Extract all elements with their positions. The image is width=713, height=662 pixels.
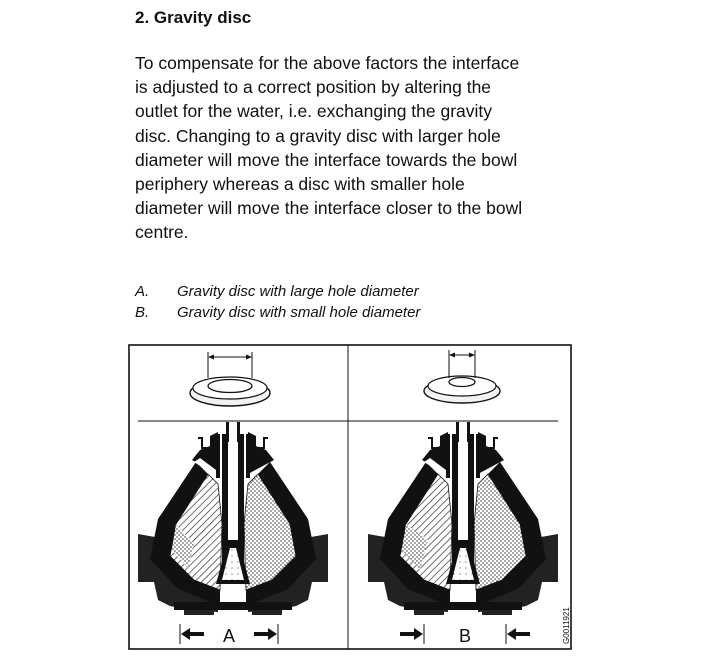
arrow-right-icon xyxy=(400,628,423,640)
paragraph-line: centre. xyxy=(135,222,189,243)
figure-frame xyxy=(128,344,572,650)
figure-legend: A. Gravity disc with large hole diameter… xyxy=(135,281,420,323)
panel-a-dimension xyxy=(179,624,279,644)
legend-item-a: A. Gravity disc with large hole diameter xyxy=(135,281,420,302)
paragraph-line: diameter will move the interface closer … xyxy=(135,198,523,219)
paragraph-line: To compensate for the above factors the … xyxy=(135,53,520,73)
paragraph-line: periphery whereas a disc with smaller ho… xyxy=(135,174,465,195)
gravity-disc-figure: A xyxy=(128,344,572,650)
panel-b-separator-bowl xyxy=(368,422,558,615)
panel-a-label: A xyxy=(223,626,235,646)
legend-letter: B. xyxy=(135,304,150,321)
arrow-right-icon xyxy=(254,628,277,640)
paragraph-line: is adjusted to a correct position by alt… xyxy=(135,77,492,98)
panel-a-separator-bowl xyxy=(138,422,328,615)
legend-item-b: B. Gravity disc with small hole diameter xyxy=(135,302,420,323)
panel-b-label: B xyxy=(459,626,471,646)
panel-b-dimension xyxy=(400,624,530,644)
section-title: 2. Gravity disc xyxy=(135,8,252,27)
legend-text: Gravity disc with small hole diameter xyxy=(177,304,421,321)
legend-letter: A. xyxy=(135,283,150,300)
panel-b-gravity-disc xyxy=(423,350,501,404)
paragraph-line: disc. Changing to a gravity disc with la… xyxy=(135,125,501,146)
paragraph-line: diameter will move the interface towards… xyxy=(135,149,518,170)
body-paragraph: To compensate for the above factors the … xyxy=(135,51,595,245)
legend-text: Gravity disc with large hole diameter xyxy=(177,283,419,300)
panel-a-gravity-disc xyxy=(189,352,271,407)
figure-code: G0011921 xyxy=(562,607,571,644)
arrow-left-icon xyxy=(181,628,204,640)
arrow-left-icon xyxy=(507,628,530,640)
paragraph-line: outlet for the water, i.e. exchanging th… xyxy=(135,101,493,122)
